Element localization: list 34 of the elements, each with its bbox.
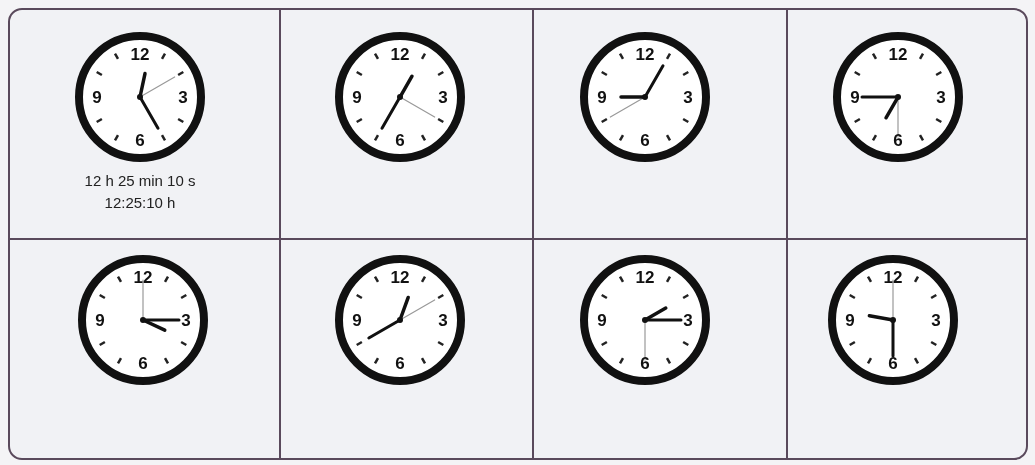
dial-number: 9 (92, 88, 102, 106)
dial-number: 3 (181, 311, 191, 329)
dial-number: 3 (936, 88, 946, 106)
dial-number: 3 (438, 88, 448, 106)
dial-number: 9 (352, 311, 362, 329)
dial-number: 9 (845, 311, 855, 329)
time-text: 12:25:10 h (103, 195, 177, 210)
dial-number: 6 (395, 131, 405, 149)
dial-number: 6 (888, 354, 898, 372)
dial-number: 6 (138, 354, 148, 372)
dial-number: 12 (635, 268, 655, 286)
dial-number: 12 (130, 45, 150, 63)
dial-number: 6 (640, 131, 650, 149)
dial-number: 9 (95, 311, 105, 329)
dial-number: 12 (883, 268, 903, 286)
dial-number: 9 (597, 88, 607, 106)
dial-number: 3 (683, 311, 693, 329)
dial-number: 3 (683, 88, 693, 106)
time-text: 12 h 25 min 10 s (83, 173, 197, 188)
dial-number: 12 (888, 45, 908, 63)
dial-number: 12 (635, 45, 655, 63)
dial-number: 6 (395, 354, 405, 372)
dial-number: 12 (133, 268, 153, 286)
dial-number: 6 (893, 131, 903, 149)
dial-number: 3 (438, 311, 448, 329)
dial-number: 12 (390, 268, 410, 286)
dial-number: 6 (640, 354, 650, 372)
dial-number: 3 (931, 311, 941, 329)
dial-number: 6 (135, 131, 145, 149)
dial-number: 3 (178, 88, 188, 106)
dial-number: 9 (850, 88, 860, 106)
dial-number: 9 (597, 311, 607, 329)
dial-number: 9 (352, 88, 362, 106)
dial-number: 12 (390, 45, 410, 63)
